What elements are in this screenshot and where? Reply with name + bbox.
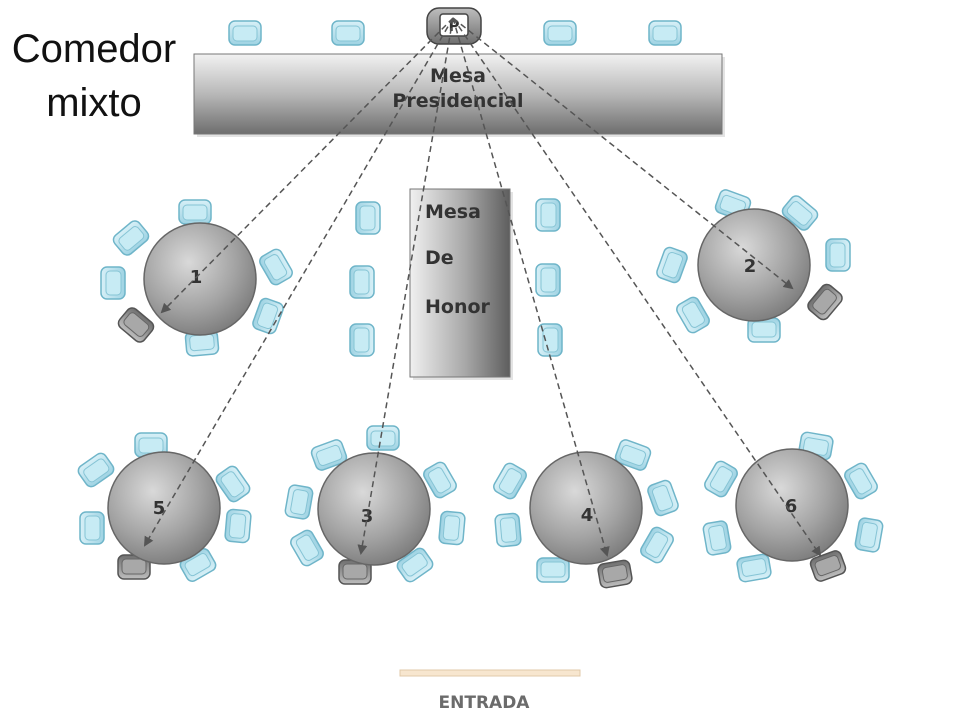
honor-table: Mesa De Honor — [409, 188, 513, 380]
presidential-table: Mesa Presidencial — [193, 53, 725, 137]
chair — [75, 450, 117, 490]
table-5-group: 5 — [75, 432, 253, 585]
table-1 — [143, 222, 257, 336]
chair — [178, 199, 212, 225]
chair — [853, 516, 885, 554]
table-2-label: 2 — [744, 256, 757, 277]
chair — [673, 294, 713, 336]
president-seat-label: P — [449, 17, 460, 35]
table-6-group: 6 — [701, 430, 885, 584]
title-line-1: Comedor — [11, 27, 177, 71]
chair — [331, 20, 365, 46]
table-2 — [697, 208, 811, 322]
chair — [648, 20, 682, 46]
chair — [228, 20, 262, 46]
sight-line-5 — [143, 17, 454, 547]
host-chair — [596, 558, 634, 590]
sight-line-4 — [452, 17, 610, 557]
presidential-label-2: Presidencial — [392, 90, 523, 112]
president-seat: P — [426, 7, 482, 45]
chair — [735, 552, 773, 584]
table-5 — [107, 451, 221, 565]
chair — [535, 198, 561, 232]
sight-line-1 — [160, 17, 454, 314]
chair — [493, 512, 523, 548]
chair — [110, 217, 152, 259]
chair — [349, 265, 375, 299]
entrance-label: ENTRADA — [439, 693, 531, 713]
chair — [355, 201, 381, 235]
table-6-label: 6 — [785, 496, 798, 517]
chair — [535, 263, 561, 297]
chair — [701, 519, 733, 557]
table-4-group: 4 — [490, 437, 681, 590]
diagram-title: Comedor mixto — [4, 22, 184, 130]
sight-line-3 — [357, 17, 454, 555]
chair — [645, 478, 681, 518]
chair — [256, 246, 296, 288]
table-1-group: 1 — [100, 199, 296, 358]
honor-label-3: Honor — [425, 296, 491, 318]
table-4-label: 4 — [581, 505, 594, 526]
entrance-door — [399, 669, 581, 677]
chair — [701, 458, 741, 500]
chair — [349, 323, 375, 357]
chair — [536, 557, 570, 583]
table-3-group: 3 — [283, 425, 467, 585]
sight-lines — [143, 17, 822, 557]
table-6 — [735, 448, 849, 562]
chair — [79, 511, 105, 545]
chair — [543, 20, 577, 46]
honor-label-1: Mesa — [425, 201, 481, 223]
chair — [654, 245, 690, 285]
chair — [366, 425, 400, 451]
table-3 — [317, 452, 431, 566]
sight-line-6 — [452, 17, 822, 557]
sight-line-2 — [452, 17, 794, 290]
table-5-label: 5 — [153, 498, 166, 519]
title-line-2: mixto — [46, 81, 142, 125]
chair — [437, 510, 467, 546]
chair — [283, 483, 315, 521]
chair — [490, 460, 530, 502]
host-chair — [804, 281, 846, 323]
chair — [637, 524, 677, 566]
chair — [100, 266, 126, 300]
chair — [223, 508, 253, 544]
table-2-group: 2 — [654, 187, 851, 343]
chair — [250, 296, 286, 336]
chair — [287, 527, 327, 569]
entrance: ENTRADA — [399, 669, 581, 713]
table-4 — [529, 451, 643, 565]
honor-label-2: De — [425, 247, 454, 269]
chair — [841, 460, 881, 502]
host-chair — [115, 304, 157, 346]
chair — [825, 238, 851, 272]
presidential-label-1: Mesa — [430, 65, 486, 87]
